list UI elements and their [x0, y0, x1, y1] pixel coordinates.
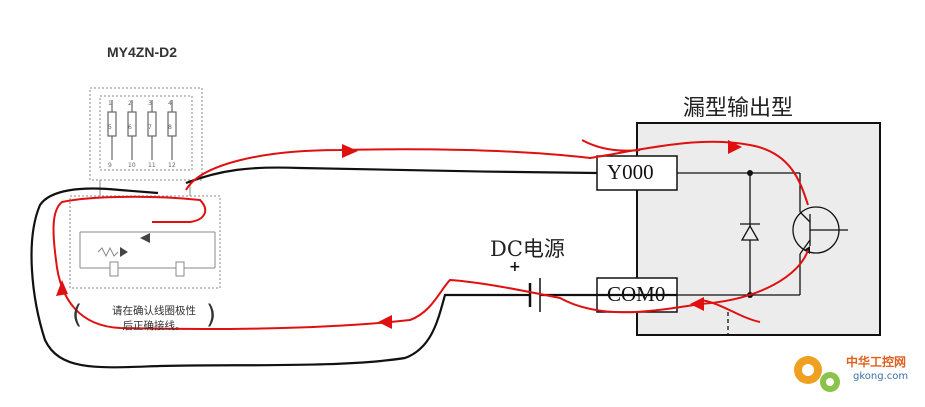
- arrow-left-icon: [378, 315, 392, 329]
- relay-pin-label: 7: [148, 124, 152, 131]
- relay-note: 请在确认线圈极性 后正确接线。: [84, 304, 224, 334]
- relay-pin-label: 2: [128, 100, 132, 107]
- current-path: [52, 139, 809, 331]
- relay-model-label: MY4ZN-D2: [107, 44, 178, 60]
- relay-pin-label: 5: [108, 124, 112, 131]
- note-paren-left: (: [72, 300, 83, 330]
- arrow-right-icon: [728, 140, 742, 154]
- power-plus-sign: +: [509, 259, 521, 275]
- relay-body: [69, 87, 221, 289]
- relay-pin-label: 3: [148, 100, 152, 107]
- relay-pin-label: 6: [128, 124, 132, 131]
- arrow-right-icon: [342, 144, 358, 158]
- note-paren-right: ): [206, 300, 217, 330]
- terminal-y000-label: Y000: [607, 160, 654, 184]
- black-wires: [30, 166, 677, 369]
- gear-icon: [794, 356, 840, 392]
- relay-contacts: [107, 100, 177, 160]
- output-module: [596, 122, 881, 336]
- relay-pin-label: 11: [148, 162, 156, 169]
- relay-note-line1: 请在确认线圈极性: [112, 305, 196, 317]
- arrow-left-icon: [690, 297, 704, 311]
- watermark-name: 中华工控网: [846, 355, 907, 369]
- output-type-title: 漏型输出型: [683, 96, 794, 121]
- dc-power-label: DC电源: [490, 237, 565, 261]
- relay-pin-label: 9: [108, 162, 112, 169]
- relay-pin-label: 4: [168, 100, 172, 107]
- terminal-com0-label: COM0: [607, 282, 666, 306]
- watermark-url: gkong.com: [853, 371, 909, 382]
- arrow-down-icon: [56, 280, 68, 296]
- diode-symbol: [740, 223, 760, 241]
- current-arrows: [56, 140, 742, 329]
- relay-pin-label: 12: [168, 162, 176, 169]
- relay-pin-label: 1: [108, 100, 112, 107]
- relay-pin-label: 8: [168, 124, 172, 131]
- relay-note-line2: 后正确接线。: [122, 320, 186, 332]
- relay-pin-label: 10: [128, 162, 136, 169]
